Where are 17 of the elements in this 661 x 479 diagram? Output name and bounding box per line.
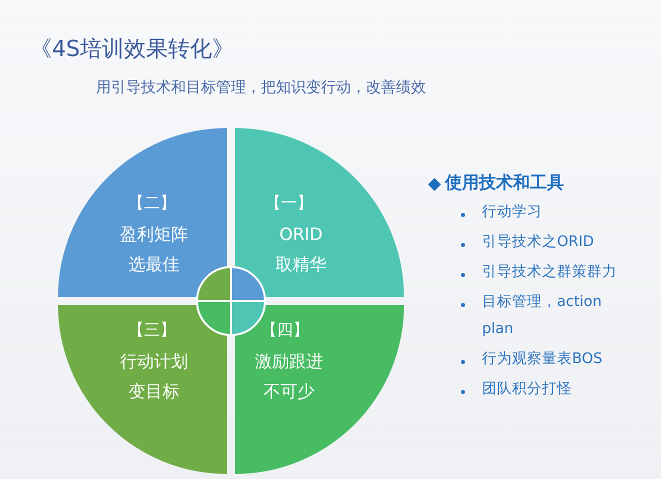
- bullet-item: 引导技术之ORID: [482, 232, 595, 252]
- quadrant-number: 【二】: [128, 192, 176, 214]
- bullet-item: 团队积分打怪: [482, 380, 573, 399]
- quadrant-text: ORID取精华: [274, 224, 328, 277]
- quadrant-number: 【一】: [265, 192, 313, 214]
- subtitle: 用引导技术和目标管理，把知识变行动，改善绩效: [96, 78, 426, 97]
- quadrant-number: 【四】: [261, 319, 309, 341]
- quadrant-number: 【三】: [128, 319, 176, 341]
- bullet-item: 行动学习: [482, 203, 543, 222]
- slide-title: 《4S培训效果转化》: [30, 36, 234, 64]
- bullet-item: 目标管理，action plan: [482, 293, 603, 339]
- list-heading: 使用技术和工具: [445, 172, 564, 194]
- bullet-item: 引导技术之群策群力: [482, 262, 618, 282]
- bullet-item: 行为观察量表BOS: [482, 350, 604, 369]
- quadrant-text: 行动计划变目标: [119, 351, 189, 404]
- quadrant-text: 盈利矩阵选最佳: [119, 224, 189, 277]
- quadrant-text: 激励跟进不可少: [254, 351, 324, 404]
